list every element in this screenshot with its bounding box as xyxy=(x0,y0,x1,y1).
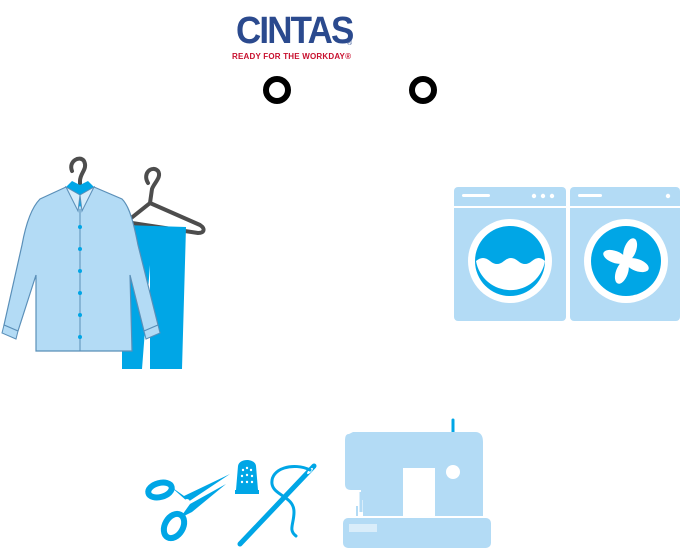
logo-wordmark: CINTAS xyxy=(236,10,354,52)
sewing-machine-icon xyxy=(343,418,491,548)
shirt-and-pants-icon xyxy=(1,156,206,369)
carousel-dot-left[interactable] xyxy=(263,76,291,104)
washer-and-dryer-icon xyxy=(454,187,680,321)
logo-tagline: READY FOR THE WORKDAY® xyxy=(232,52,352,61)
cintas-logo[interactable]: CINTAS ® READY FOR THE WORKDAY® xyxy=(222,10,367,65)
carousel-dot-right[interactable] xyxy=(409,76,437,104)
logo-registered-mark: ® xyxy=(347,40,353,47)
scissors-thimble-needle-icon xyxy=(145,460,317,547)
